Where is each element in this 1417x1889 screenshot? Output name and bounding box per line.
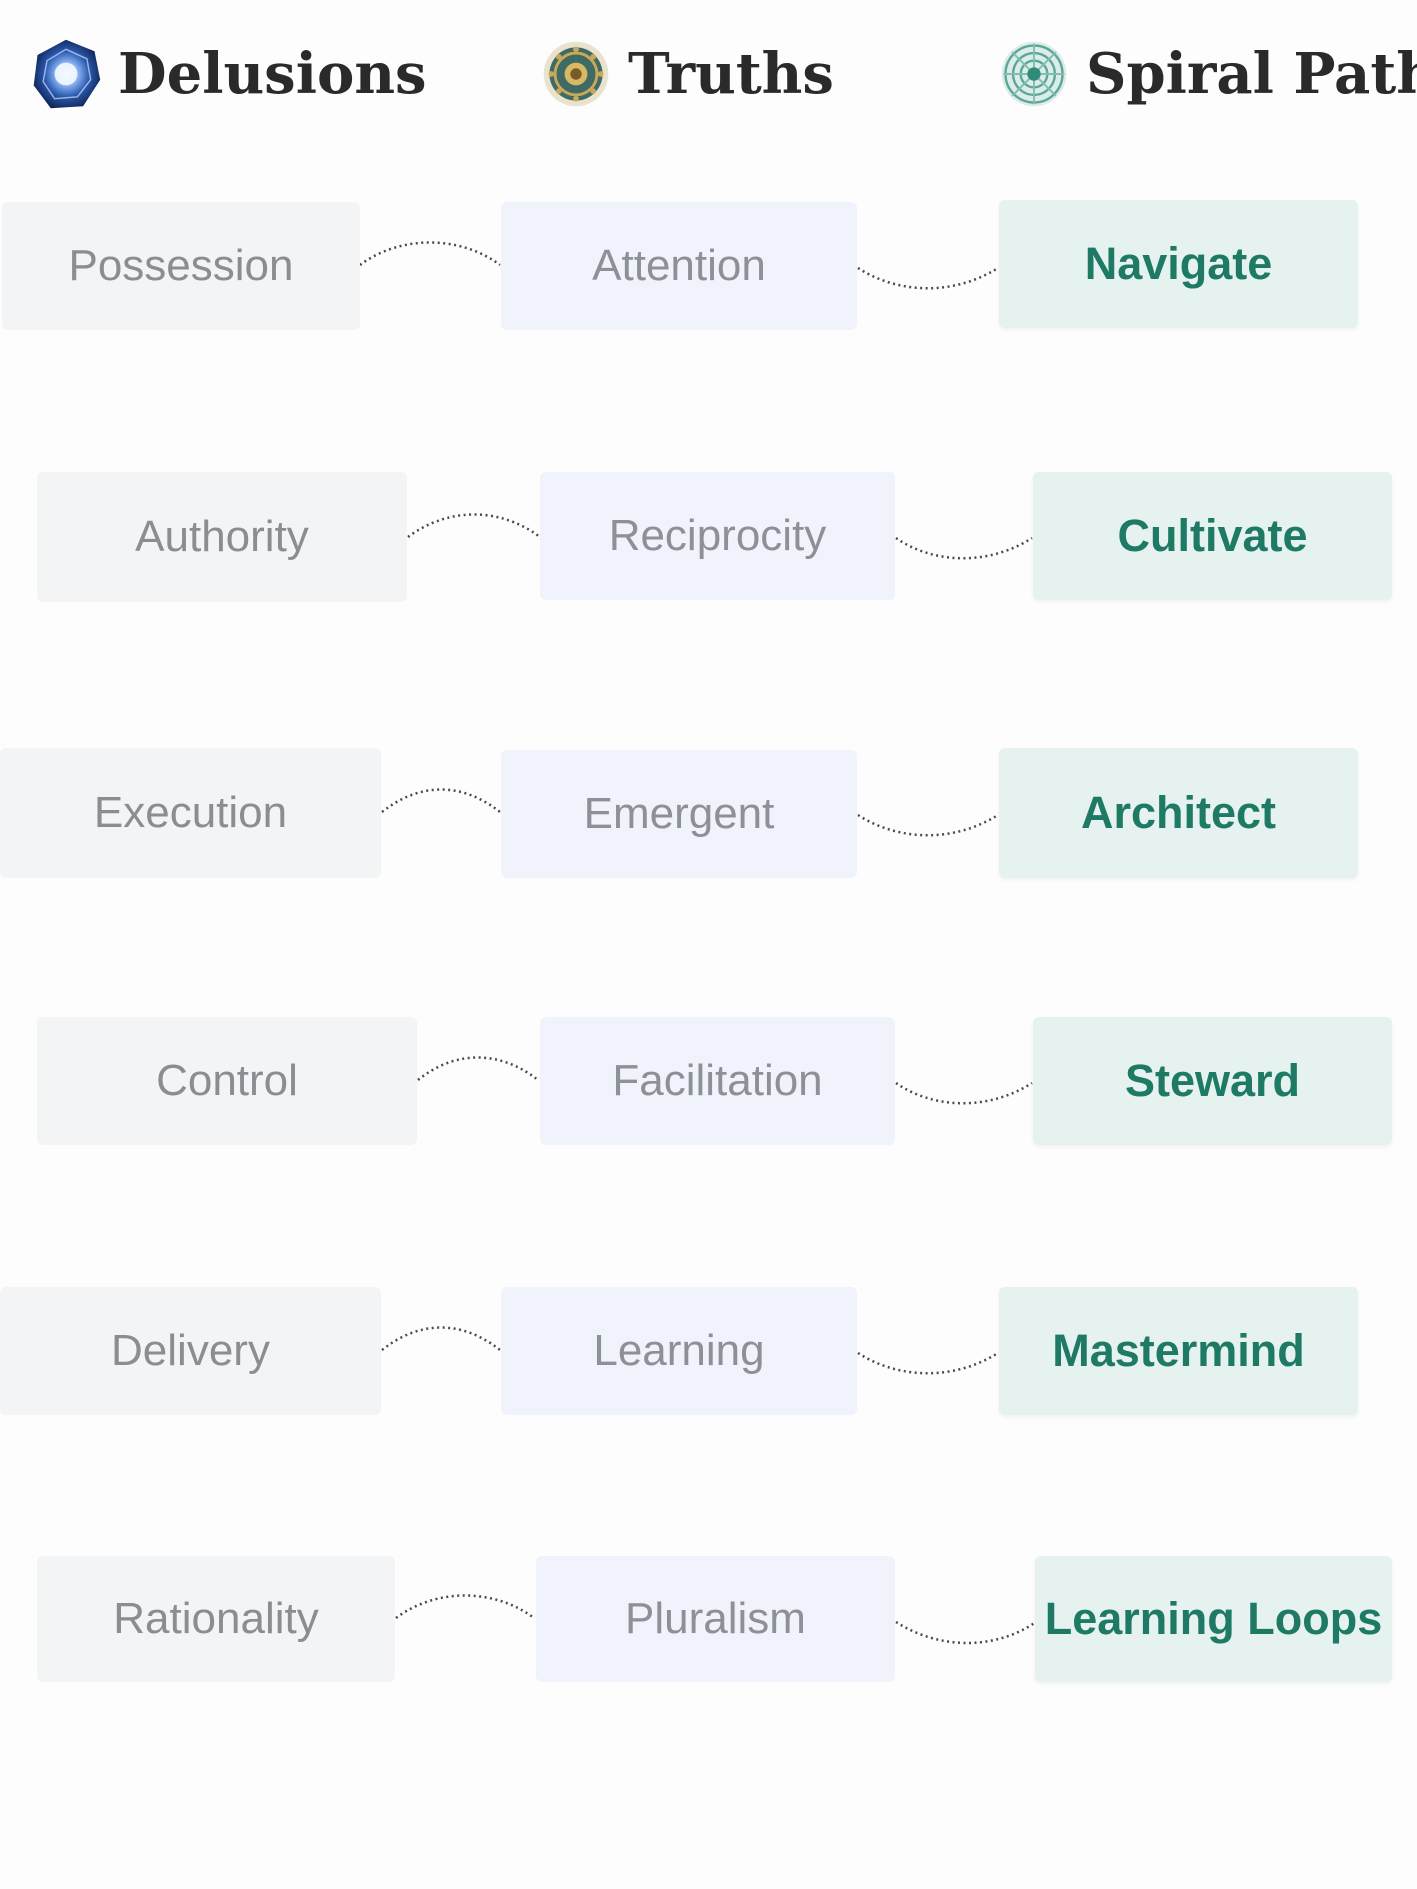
spiral-path-box: Cultivate: [1033, 472, 1392, 600]
connector-truth-path: [895, 1081, 1033, 1105]
spiral-paths-header: Spiral Paths: [996, 34, 1417, 114]
truths-title: Truths: [628, 41, 834, 107]
connector-delusion-truth: [407, 513, 541, 539]
truth-box: Attention: [501, 202, 857, 330]
delusion-box: Possession: [2, 202, 360, 330]
connector-truth-path: [895, 1620, 1037, 1645]
connector-delusion-truth: [381, 788, 501, 813]
connector-delusion-truth: [381, 1326, 501, 1351]
spiral-path-box: Learning Loops: [1035, 1556, 1392, 1682]
delusion-box: Control: [37, 1017, 417, 1145]
spiral-path-box: Navigate: [999, 200, 1358, 328]
truth-box: Emergent: [501, 750, 857, 878]
gold-mandala-icon: [543, 41, 609, 107]
connector-truth-path: [857, 813, 999, 837]
connector-truth-path: [857, 1351, 999, 1375]
delusion-box: Rationality: [37, 1556, 395, 1682]
truth-box: Pluralism: [536, 1556, 895, 1682]
spiral-path-box: Steward: [1033, 1017, 1392, 1145]
truth-box: Reciprocity: [540, 472, 895, 600]
delusion-box: Delivery: [0, 1287, 381, 1415]
connector-delusion-truth: [359, 241, 501, 267]
connector-truth-path: [895, 536, 1033, 560]
spiral-paths-title: Spiral Paths: [1086, 41, 1417, 107]
blue-crystal-emblem-icon: [33, 39, 101, 109]
connector-delusion-truth: [395, 1594, 535, 1620]
truth-box: Learning: [501, 1287, 857, 1415]
truths-header: Truths: [538, 34, 834, 114]
spiral-path-box: Architect: [999, 748, 1358, 878]
delusion-box: Execution: [0, 748, 381, 878]
delusions-title: Delusions: [118, 41, 427, 107]
connector-truth-path: [857, 266, 999, 290]
connector-delusion-truth: [417, 1056, 539, 1081]
spiral-path-box: Mastermind: [999, 1287, 1358, 1415]
delusions-header: Delusions: [28, 34, 427, 114]
truth-box: Facilitation: [540, 1017, 895, 1145]
delusion-box: Authority: [37, 472, 407, 602]
teal-spiral-mandala-icon: [1001, 41, 1067, 107]
